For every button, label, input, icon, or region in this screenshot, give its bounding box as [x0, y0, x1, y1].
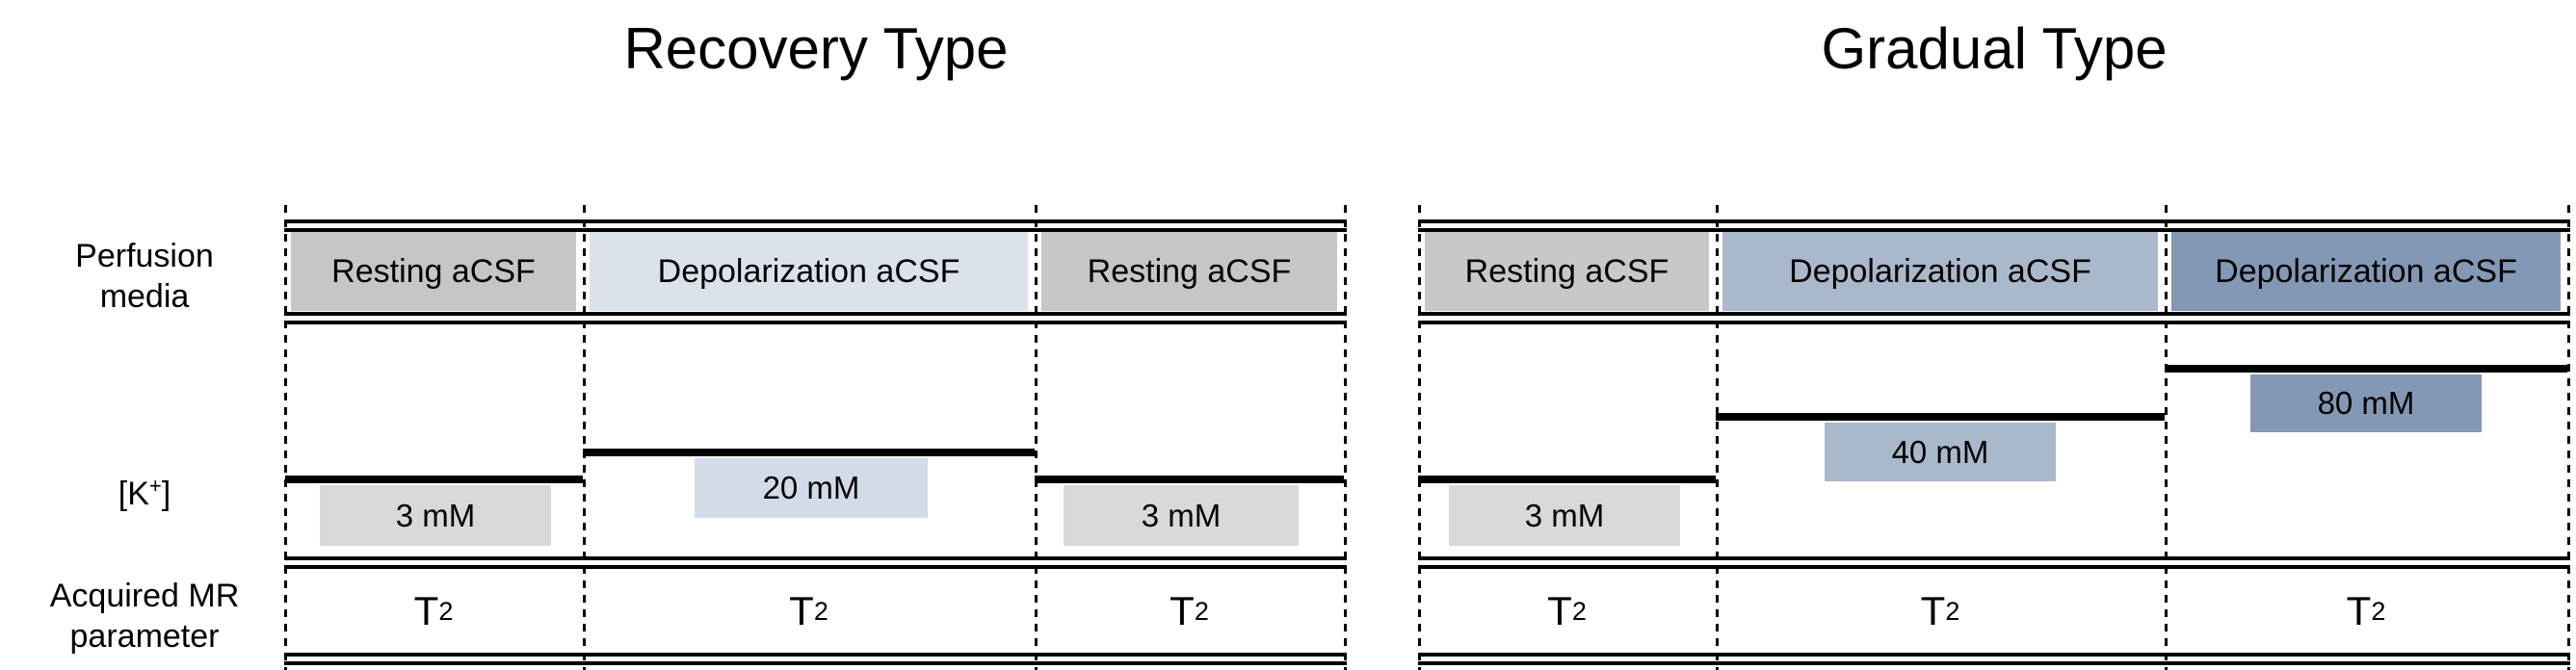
potassium-bracket-open: [K — [118, 476, 149, 512]
row-border-double — [1418, 653, 2570, 665]
t2-subscript: 2 — [1194, 596, 1209, 626]
column-divider-dashed — [284, 205, 287, 670]
row-border-double — [1418, 219, 2570, 232]
t2-subscript: 2 — [1945, 596, 1960, 626]
column-divider-dashed — [2567, 205, 2570, 670]
k-level-line — [285, 476, 583, 483]
k-level-line — [2165, 365, 2567, 373]
column-divider-dashed — [1716, 205, 1719, 670]
row-border-double — [284, 312, 1347, 324]
k-level-line — [1035, 476, 1344, 483]
perfusion-media-cell: Depolarization aCSF — [1722, 232, 2158, 311]
row-border-double — [284, 219, 1347, 232]
t2-label: T — [413, 588, 439, 633]
column-divider-dashed — [2165, 205, 2168, 670]
row-border-double — [284, 556, 1347, 569]
k-value-box: 3 mM — [320, 485, 551, 546]
perfusion-media-cell: Resting aCSF — [1425, 232, 1709, 311]
t2-label: T — [1920, 588, 1946, 633]
k-value-box: 3 mM — [1064, 485, 1299, 546]
column-divider-dashed — [583, 205, 586, 670]
k-level-line — [1716, 413, 2165, 421]
t2-subscript: 2 — [438, 596, 454, 626]
t2-subscript: 2 — [1571, 596, 1587, 626]
column-divider-dashed — [1418, 205, 1421, 670]
potassium-bracket-close: ] — [161, 476, 171, 512]
row-border-double — [1418, 556, 2570, 569]
column-divider-dashed — [1344, 205, 1347, 670]
t2-subscript: 2 — [813, 596, 828, 626]
section-title-recovery-type: Recovery Type — [623, 16, 1009, 81]
perfusion-media-cell: Depolarization aCSF — [590, 232, 1028, 311]
row-label-potassium-concentration: [K+] — [25, 425, 264, 514]
perfusion-media-cell: Resting aCSF — [1041, 232, 1337, 311]
k-level-line — [1418, 476, 1716, 483]
t2-label: T — [1170, 588, 1195, 633]
row-border-double — [1418, 312, 2570, 324]
row-label-acquired-mr-parameter: Acquired MR parameter — [49, 578, 240, 655]
row-label-perfusion-media: Perfusion media — [75, 238, 214, 315]
k-value-box: 40 mM — [1825, 423, 2056, 481]
t2-label: T — [2346, 588, 2372, 633]
t2-label: T — [1547, 588, 1572, 633]
row-border-double — [284, 653, 1347, 665]
t2-label: T — [789, 588, 814, 633]
k-value-box: 80 mM — [2250, 374, 2482, 432]
perfusion-media-cell: Resting aCSF — [291, 232, 576, 311]
t2-subscript: 2 — [2371, 596, 2386, 626]
potassium-superscript-plus: + — [148, 474, 162, 498]
section-title-gradual-type: Gradual Type — [1821, 16, 2168, 81]
k-level-line — [583, 449, 1035, 456]
k-value-box: 20 mM — [695, 458, 928, 518]
perfusion-media-cell: Depolarization aCSF — [2171, 232, 2561, 311]
column-divider-dashed — [1035, 205, 1038, 670]
k-value-box: 3 mM — [1449, 485, 1680, 546]
